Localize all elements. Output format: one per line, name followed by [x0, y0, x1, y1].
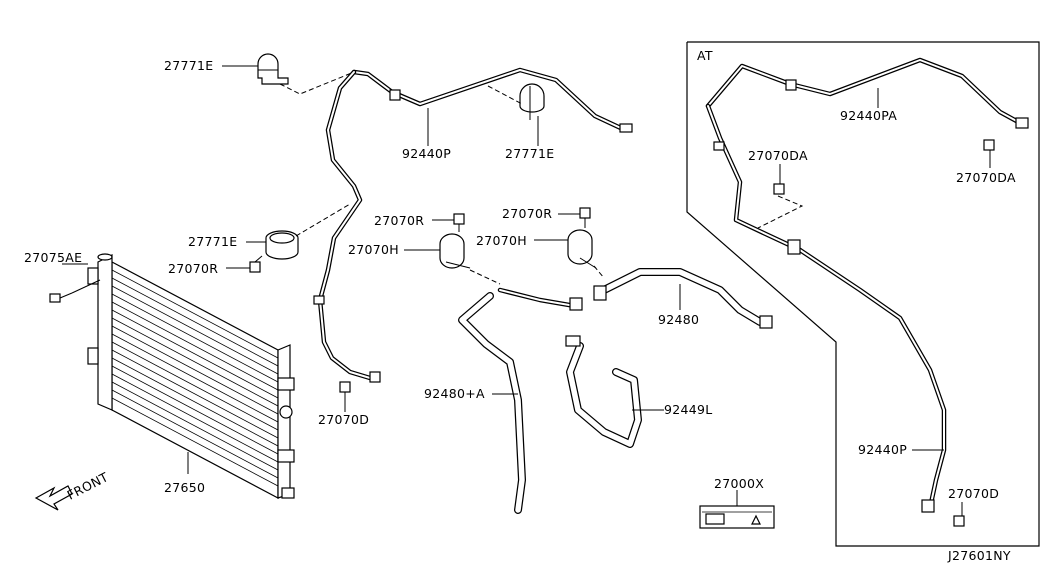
bolt-27075ae	[49, 279, 101, 303]
callout-clamp-mid-left: 27771E	[188, 234, 237, 249]
clamp-center-b	[567, 207, 597, 269]
clamp-top-mid	[519, 83, 545, 120]
callout-condenser: 27650	[164, 480, 205, 495]
callout-clamp-top-left: 27771E	[164, 58, 213, 73]
callout-hose-92449l: 92449L	[664, 402, 713, 417]
clamp-center-a	[439, 213, 471, 269]
bolt-27070da-b	[983, 139, 995, 151]
callout-hose-92480: 92480	[658, 312, 699, 327]
callout-pipe-at-long: 92440P	[858, 442, 907, 457]
leader-lines	[62, 65, 991, 516]
callout-bolt-at-low: 27070D	[948, 486, 999, 501]
callout-hose-92480a: 92480+A	[424, 386, 485, 401]
callout-labels: 27771E 92440P 27771E 27771E 27070R 27075…	[24, 58, 1016, 563]
callout-pipe-top: 92440P	[402, 146, 451, 161]
clamp-mid-left	[265, 230, 299, 260]
pipe-92440p-at	[787, 239, 947, 513]
callout-bolt-at-a: 27070DA	[748, 148, 808, 163]
hose-92480a	[458, 287, 583, 514]
hose-92449l	[565, 335, 642, 448]
front-label: FRONT	[65, 469, 111, 502]
callout-pipe-at-top: 92440PA	[840, 108, 897, 123]
callout-clamp-top-mid: 27771E	[505, 146, 554, 161]
callout-bolt-clamp-left: 27070R	[168, 261, 218, 276]
callout-bolt-center-a: 27070R	[374, 213, 424, 228]
condenser-fins	[111, 269, 279, 487]
callout-bolt-condenser: 27075AE	[24, 250, 82, 265]
callout-clamp-center-a: 27070H	[348, 242, 399, 257]
bolt-27070r-left	[249, 255, 263, 273]
bolt-27070d-at	[953, 515, 965, 527]
clamp-top-left	[257, 53, 289, 85]
callout-label-part: 27000X	[714, 476, 764, 491]
at-variant-box: AT	[686, 41, 1040, 547]
bolt-27070da-a	[773, 183, 785, 195]
callout-bolt-center-b: 27070R	[502, 206, 552, 221]
pipe-92440pa	[705, 57, 1029, 253]
condenser	[87, 253, 295, 499]
front-arrow-icon	[34, 485, 73, 511]
hose-92480	[593, 268, 773, 329]
bolt-27070d	[339, 381, 351, 402]
callout-bolt-at-b: 27070DA	[956, 170, 1016, 185]
diagram-id: J27601NY	[947, 548, 1011, 563]
callout-clamp-center-b: 27070H	[476, 233, 527, 248]
at-box-label: AT	[697, 48, 713, 63]
pipe-92440p	[313, 67, 633, 383]
label-27000x	[699, 490, 775, 529]
callout-bolt-pipe-low: 27070D	[318, 412, 369, 427]
